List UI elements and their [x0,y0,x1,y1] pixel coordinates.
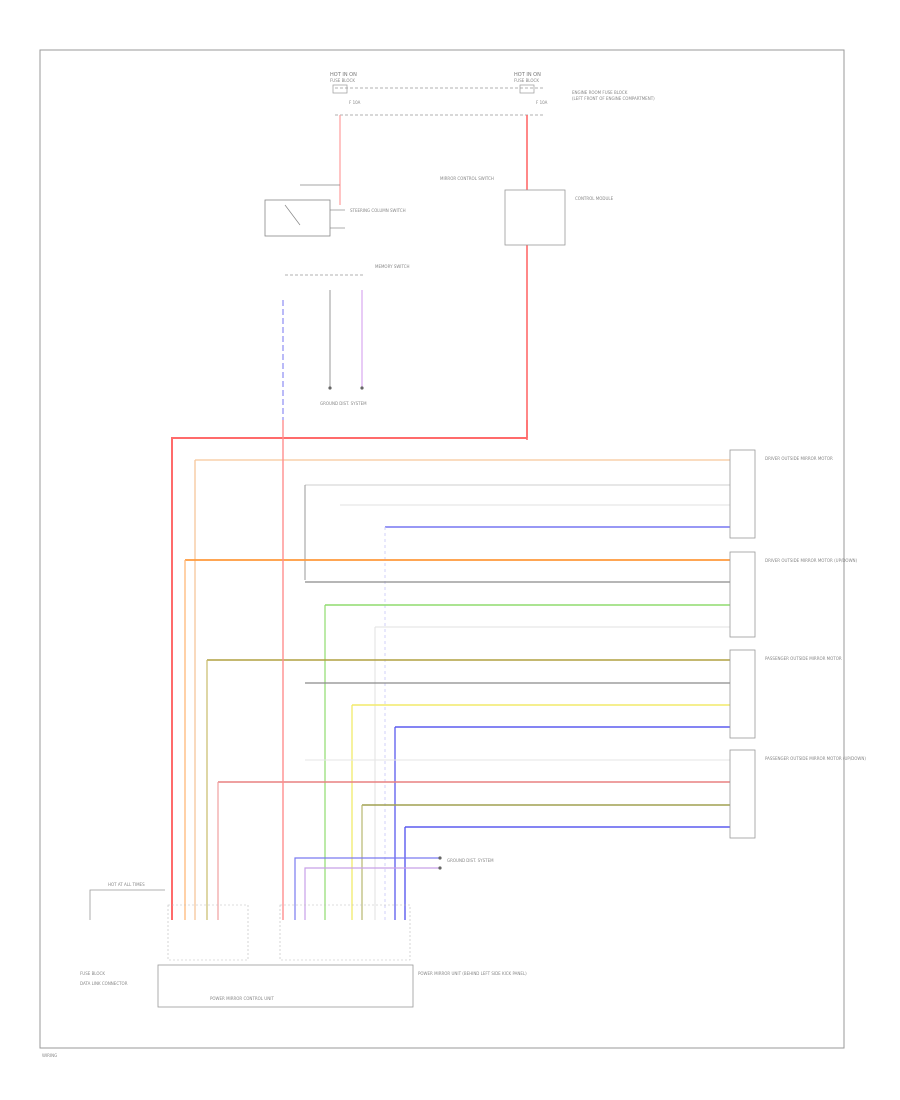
wire-red-trunk [171,437,527,920]
bottom-unit-right-label: POWER MIRROR UNIT (BEHIND LEFT SIDE KICK… [418,971,527,976]
wire-blue-link [294,857,440,920]
footer-code: WIRING [42,1053,57,1058]
module-label: MIRROR CONTROL SWITCH [440,176,494,181]
left-feed: HOT AT ALL TIMES FUSE BLOCK DATA LINK CO… [80,882,165,986]
memory-label: MEMORY SWITCH [375,264,410,269]
right-block-3: PASSENGER OUTSIDE MIRROR MOTOR [729,649,842,739]
fuse-bus: HOT IN ON FUSE BLOCK HOT IN ON FUSE BLOC… [330,72,655,116]
bottom-control-unit: POWER MIRROR CONTROL UNIT POWER MIRROR U… [157,904,527,1008]
control-label: CONTROL MODULE [575,196,614,201]
switch-label: STEERING COLUMN SWITCH [350,208,406,213]
fuse-right-amp: F 10A [536,100,548,105]
fuse-right-label: HOT IN ON [514,72,541,78]
fuse-left-amp: F 10A [349,100,361,105]
left-feed-sublabel: FUSE BLOCK [80,971,105,976]
right-block-2: DRIVER OUTSIDE MIRROR MOTOR (UP/DOWN) [729,551,858,638]
control-module: CONTROL MODULE [504,189,614,246]
steering-switch: STEERING COLUMN SWITCH [264,184,406,237]
right-block-4: PASSENGER OUTSIDE MIRROR MOTOR (UP/DOWN) [729,749,866,839]
right-block-4-label: PASSENGER OUTSIDE MIRROR MOTOR (UP/DOWN) [765,756,866,761]
bottom-unit-label: POWER MIRROR CONTROL UNIT [210,996,274,1001]
data-link-label: DATA LINK CONNECTOR [80,981,128,986]
memory-switch: MEMORY SWITCH [285,264,410,276]
right-block-2-label: DRIVER OUTSIDE MIRROR MOTOR (UP/DOWN) [765,558,858,563]
ground-left-label: GROUND DIST. SYSTEM [320,401,367,406]
fuse-right-note: ENGINE ROOM FUSE BLOCK [572,90,628,95]
fuse-right-note2: (LEFT FRONT OF ENGINE COMPARTMENT) [572,96,655,101]
left-feed-label: HOT AT ALL TIMES [108,882,145,887]
right-block-3-label: PASSENGER OUTSIDE MIRROR MOTOR [765,656,842,661]
diagram-frame [39,49,845,1049]
right-block-1: DRIVER OUTSIDE MIRROR MOTOR [729,449,833,539]
fuse-left-sublabel: FUSE BLOCK [330,78,355,83]
right-block-1-label: DRIVER OUTSIDE MIRROR MOTOR [765,456,833,461]
ground-right-label: GROUND DIST. SYSTEM [447,858,494,863]
wire-violet-link [304,867,440,920]
fuse-left-label: HOT IN ON [330,72,357,78]
fuse-right-sublabel: FUSE BLOCK [514,78,539,83]
